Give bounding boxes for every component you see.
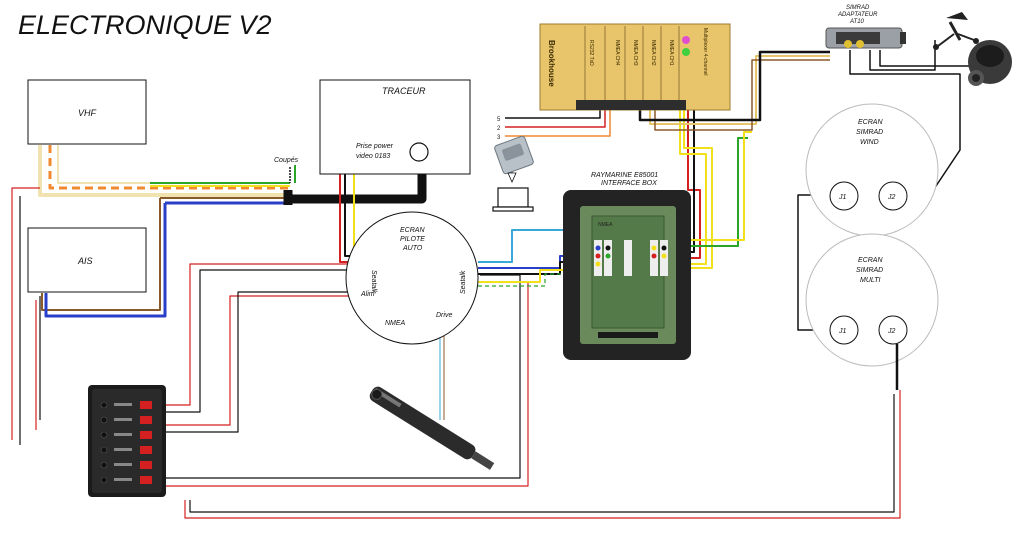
brookhouse-multiplexer[interactable]: Brookhouse RS232 TxD NMEA CH4 NMEA CH3 N… bbox=[539, 23, 731, 111]
switch-panel-icon[interactable] bbox=[88, 385, 166, 497]
pilote-display[interactable]: ECRAN PILOTE AUTO Seatalk Seatalk Alim N… bbox=[345, 211, 479, 345]
wind-label-line3: WIND bbox=[860, 139, 879, 146]
wires bbox=[11, 40, 991, 519]
db9-pin5-label: 5 bbox=[497, 117, 501, 123]
db9-connector-icon: 5 2 3 bbox=[494, 117, 534, 175]
simrad-wind-display[interactable]: ECRAN SIMRAD WIND J1 J2 bbox=[805, 103, 939, 237]
db9-pin2-label: 2 bbox=[497, 126, 501, 132]
laptop-icon bbox=[492, 172, 534, 212]
multi-label-line3: MULTI bbox=[860, 277, 881, 284]
brookhouse-ch4: NMEA CH4 bbox=[614, 40, 620, 66]
pilote-alim-label: Alim bbox=[360, 291, 375, 298]
wind-j1-label: J1 bbox=[838, 194, 847, 201]
autopilot-ram-icon bbox=[369, 386, 495, 470]
multi-j1-label: J1 bbox=[838, 328, 847, 335]
diagram-title: ELECTRONIQUE V2 bbox=[18, 10, 272, 40]
prise-power-label-line1: Prise power bbox=[356, 143, 394, 150]
pilote-drive-label: Drive bbox=[436, 312, 452, 319]
simrad-adapter-label-line2: ADAPTATEUR bbox=[837, 12, 878, 18]
multi-label-line2: SIMRAD bbox=[856, 267, 883, 274]
traceur-label: TRACEUR bbox=[382, 86, 426, 96]
brookhouse-ch2: NMEA CH2 bbox=[650, 40, 656, 66]
multi-label-line1: ECRAN bbox=[858, 257, 883, 264]
raymarine-label-line1: RAYMARINE E85001 bbox=[591, 172, 658, 179]
brookhouse-ch-rs232: RS232 TxD bbox=[588, 40, 594, 66]
prise-power-label-line2: video 0183 bbox=[356, 153, 390, 160]
raymarine-interface-box[interactable]: RAYMARINE E85001 INTERFACE BOX NMEA bbox=[563, 172, 691, 360]
multi-j2-label: J2 bbox=[887, 328, 896, 335]
pilote-nmea-label: NMEA bbox=[385, 320, 406, 327]
wind-sensor-icon bbox=[933, 12, 979, 50]
brookhouse-model: Multiplexer 4-channel bbox=[702, 28, 708, 76]
ais-box[interactable]: AIS bbox=[27, 227, 147, 293]
pilote-label-line1: ECRAN bbox=[400, 227, 425, 234]
simrad-multi-display[interactable]: ECRAN SIMRAD MULTI J1 J2 bbox=[805, 233, 939, 367]
wind-label-line1: ECRAN bbox=[858, 119, 883, 126]
simrad-adapter-label-line3: AT10 bbox=[849, 19, 865, 25]
pilote-label-line3: AUTO bbox=[402, 245, 423, 252]
brookhouse-ch3: NMEA CH3 bbox=[632, 40, 638, 66]
pilote-seatalk-left: Seatalk bbox=[370, 270, 377, 294]
simrad-adapter-label-line1: SIMRAD bbox=[846, 5, 870, 11]
pilote-label-line2: PILOTE bbox=[400, 236, 425, 243]
traceur-box[interactable]: TRACEUR Prise power video 0183 bbox=[319, 79, 471, 175]
pilote-seatalk-right: Seatalk bbox=[460, 270, 467, 294]
led-icon bbox=[682, 48, 690, 56]
brookhouse-name: Brookhouse bbox=[547, 40, 556, 87]
led-icon bbox=[682, 36, 690, 44]
brookhouse-ch1: NMEA CH1 bbox=[668, 40, 674, 66]
raymarine-label-line2: INTERFACE BOX bbox=[601, 180, 657, 187]
coupes-label: Coupés bbox=[274, 157, 299, 164]
vhf-label: VHF bbox=[78, 108, 97, 118]
power-port-icon bbox=[409, 142, 429, 162]
ais-label: AIS bbox=[77, 256, 93, 266]
wind-j2-label: J2 bbox=[887, 194, 896, 201]
simrad-adapter[interactable]: SIMRAD ADAPTATEUR AT10 bbox=[825, 5, 906, 49]
speed-transducer-icon bbox=[968, 40, 1012, 86]
wind-label-line2: SIMRAD bbox=[856, 129, 883, 136]
db9-pin3-label: 3 bbox=[497, 135, 501, 141]
vhf-box[interactable]: VHF bbox=[27, 79, 147, 145]
pcb-text: NMEA bbox=[598, 222, 613, 228]
